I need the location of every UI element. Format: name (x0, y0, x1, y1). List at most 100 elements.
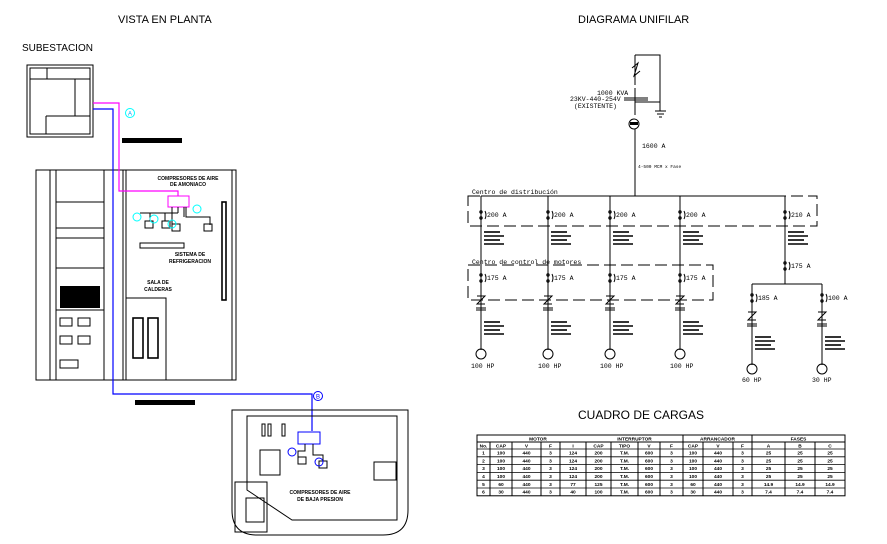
table-cell: 25 (766, 458, 772, 464)
feeder-breaker-2: 200 A (554, 212, 574, 219)
feeder-breaker-4: 200 A (686, 212, 706, 219)
table-cell: 124 (569, 458, 577, 464)
table-cell: 25 (766, 474, 772, 480)
table-cell: 30 (690, 490, 696, 496)
feeder-breaker-3: 200 A (616, 212, 636, 219)
table-cell: 600 (645, 490, 653, 496)
table-cell: 3 (741, 474, 744, 480)
low-pressure-label-1: COMPRESORES DE AIRE (290, 490, 352, 496)
ammonia-label-1: COMPRESORES DE AIRE (158, 176, 220, 182)
boilers-label-1: SALA DE (147, 280, 169, 286)
table-cell: 440 (714, 490, 722, 496)
table-cell: 3 (549, 466, 552, 472)
table-cell: 3 (741, 490, 744, 496)
table-cell: 100 (689, 458, 697, 464)
tag-b-icon: B (313, 391, 323, 401)
substation-label: SUBESTACION (22, 43, 93, 54)
table-cell: 200 (594, 474, 602, 480)
table-cell: 124 (569, 466, 577, 472)
table-column-header: V (525, 444, 529, 450)
transformer-voltage: 23KV-440-254V (570, 96, 621, 103)
table-cell: 440 (714, 482, 722, 488)
main-cable-spec: 4-500 MCM x Fase (638, 164, 682, 170)
table-group-header: INTERRUPTOR (617, 437, 652, 443)
table-cell: 5 (482, 482, 485, 488)
motor-label: 100 HP (471, 363, 495, 370)
table-cell: 25 (827, 474, 833, 480)
table-cell: 40 (570, 490, 576, 496)
table-cell: 440 (714, 466, 722, 472)
table-cell: 3 (670, 474, 673, 480)
table-cell: 100 (497, 451, 505, 457)
table-cell: 124 (569, 451, 577, 457)
substation-plan (26, 64, 195, 405)
motor-label: 100 HP (538, 363, 562, 370)
motor-breaker-1: 175 A (487, 275, 507, 282)
table-cell: 440 (522, 458, 530, 464)
low-pressure-building-plan: COMPRESORES DE AIRE DE BAJA PRESION (231, 409, 409, 536)
table-cell: 440 (522, 451, 530, 457)
table-cell: 25 (766, 451, 772, 457)
table-cell: 25 (766, 466, 772, 472)
refrigeration-label-2: REFRIGERACION (169, 259, 211, 265)
feeder-breaker-1: 200 A (487, 212, 507, 219)
main-breaker-rating: 1600 A (642, 143, 666, 150)
table-cell: 440 (714, 474, 722, 480)
motor-breaker-2: 175 A (554, 275, 574, 282)
table-cell: 100 (689, 466, 697, 472)
table-cell: 3 (670, 490, 673, 496)
table-cell: 100 (689, 474, 697, 480)
table-cell: 7.4 (765, 490, 772, 496)
table-cell: 3 (482, 466, 485, 472)
table-cell: 25 (797, 458, 803, 464)
feeder-a-line (93, 102, 179, 196)
table-cell: 25 (827, 466, 833, 472)
table-cell: 7.4 (797, 490, 804, 496)
table-column-header: A (767, 444, 771, 450)
table-cell: 30 (498, 490, 504, 496)
table-cell: 440 (522, 466, 530, 472)
table-cell: 600 (645, 466, 653, 472)
table-cell: 100 (594, 490, 602, 496)
table-cell: 25 (797, 474, 803, 480)
table-cell: 2 (482, 458, 485, 464)
table-cell: 25 (797, 466, 803, 472)
table-column-header: C (828, 444, 832, 450)
table-column-header: V (647, 444, 651, 450)
table-group-header: MOTOR (529, 437, 547, 443)
table-cell: 600 (645, 482, 653, 488)
table-cell: T.M. (620, 482, 629, 488)
table-cell: 600 (645, 451, 653, 457)
single-line-diagram: 1000 KVA 23KV-440-254V (EXISTENTE) 1600 … (467, 54, 818, 301)
table-cell: 3 (670, 466, 673, 472)
table-cell: 3 (670, 458, 673, 464)
table-cell: T.M. (620, 474, 629, 480)
table-column-header: TIPO (619, 444, 630, 450)
load-table-title: CUADRO DE CARGAS (578, 408, 704, 422)
feeder-breaker-5: 210 A (791, 212, 811, 219)
table-cell: 3 (741, 466, 744, 472)
table-cell: 6 (482, 490, 485, 496)
distribution-center-label: Centro de distribución (472, 189, 558, 196)
table-column-header: B (798, 444, 802, 450)
table-cell: 77 (570, 482, 576, 488)
plan-title: VISTA EN PLANTA (118, 14, 212, 26)
table-column-header: V (716, 444, 720, 450)
table-cell: 14.9 (795, 482, 805, 488)
table-cell: 3 (670, 451, 673, 457)
tag-a-icon: A (125, 108, 135, 118)
motor-control-center-label: Centro de control de motores (472, 259, 581, 266)
table-cell: 3 (549, 482, 552, 488)
sub-breaker: 175 A (791, 263, 811, 270)
table-cell: 3 (670, 482, 673, 488)
branches: 200 A 175 A 100 HP 200 A 175 A 100 HP 200 A 175… (471, 196, 848, 384)
feeder-b-line (93, 108, 313, 431)
table-cell: 100 (689, 451, 697, 457)
table-cell: 440 (714, 458, 722, 464)
ammonia-label-2: DE AMONIACO (170, 182, 206, 188)
